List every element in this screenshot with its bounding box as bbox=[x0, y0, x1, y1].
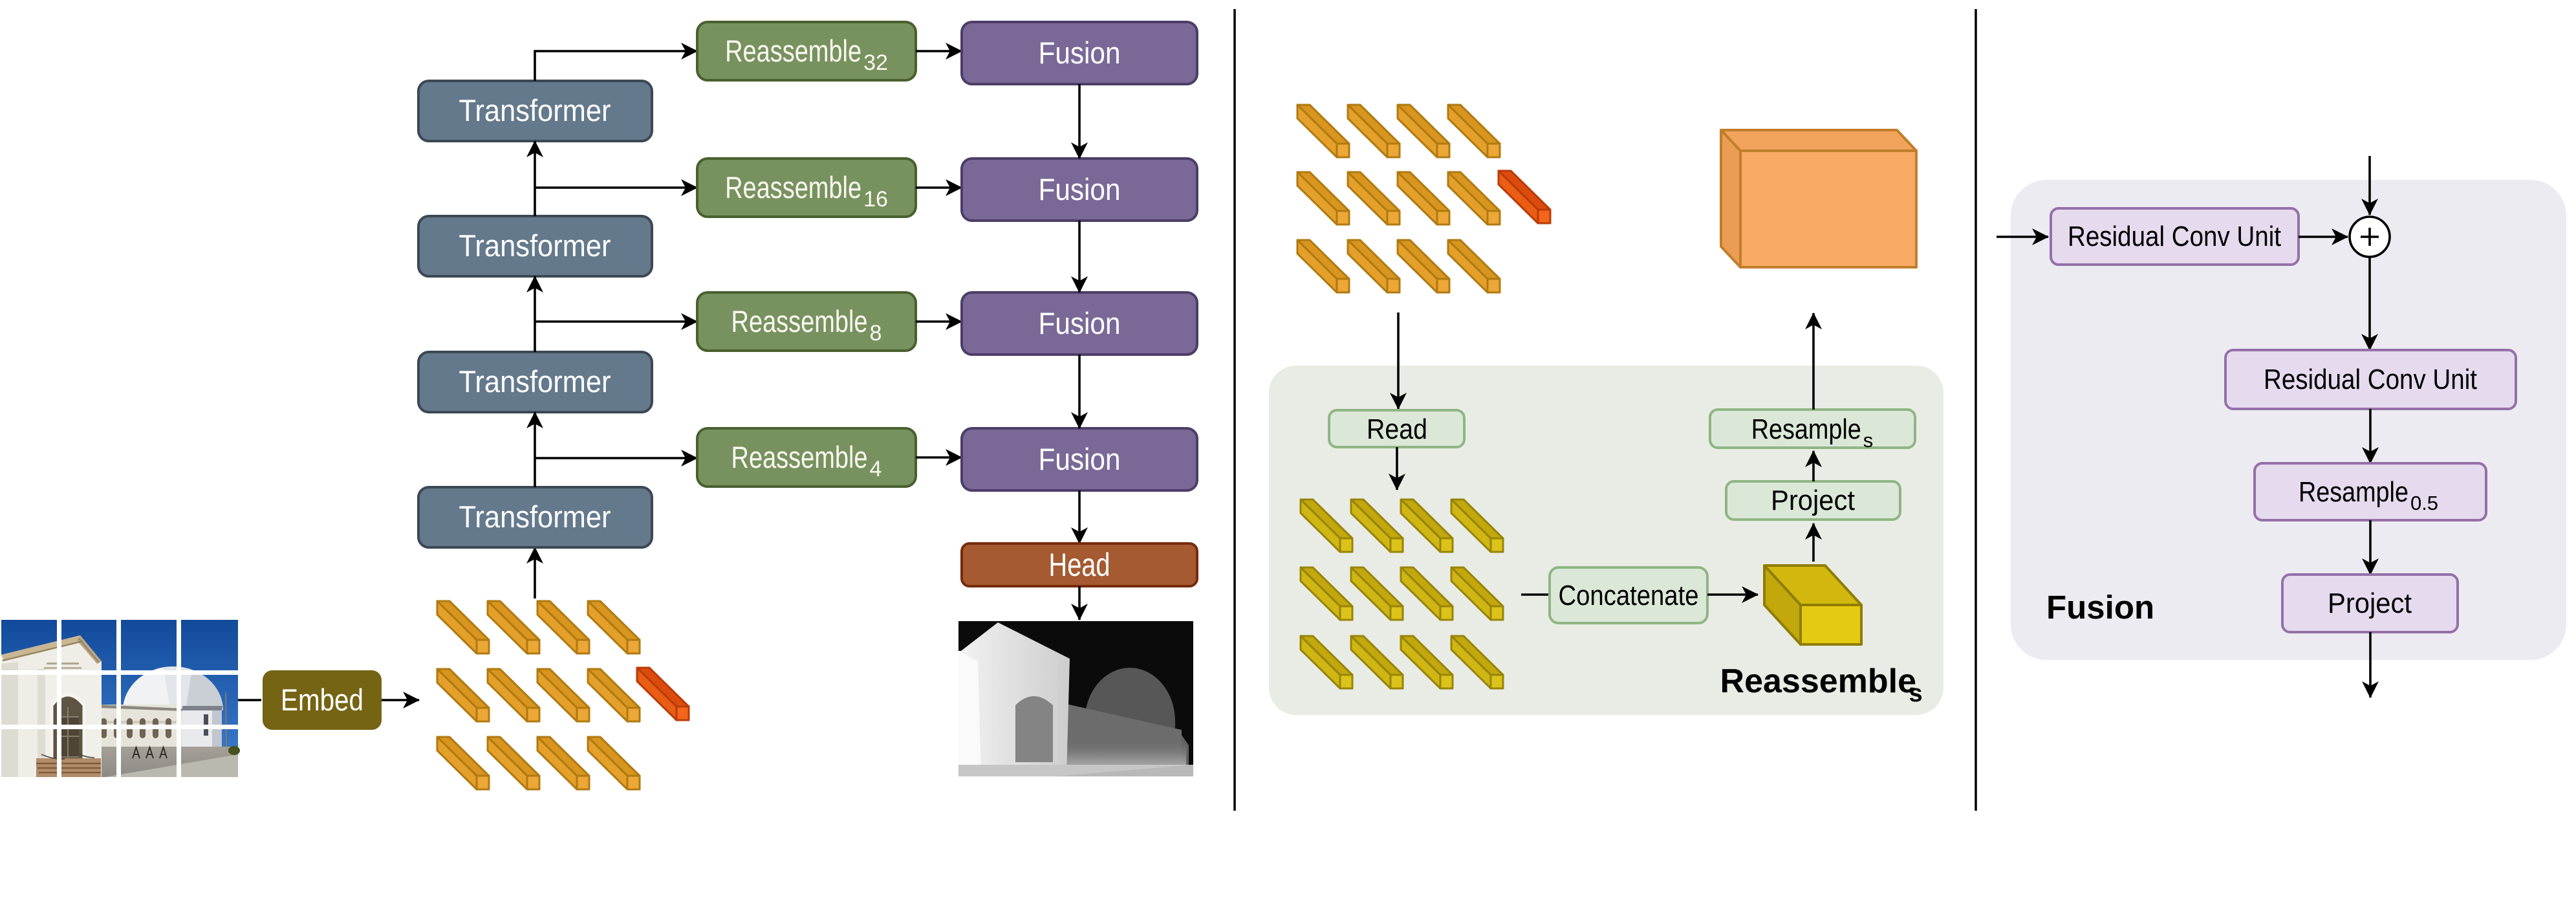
svg-text:Transformer: Transformer bbox=[459, 93, 611, 127]
svg-text:Residual Conv Unit: Residual Conv Unit bbox=[2264, 364, 2477, 395]
svg-text:Reassemble: Reassemble bbox=[725, 34, 861, 68]
svg-text:Transformer: Transformer bbox=[459, 228, 611, 263]
svg-text:Resample: Resample bbox=[2299, 476, 2408, 508]
svg-text:Read: Read bbox=[1367, 413, 1427, 445]
svg-text:Reassemble: Reassemble bbox=[731, 440, 868, 474]
svg-text:Fusion: Fusion bbox=[1039, 36, 1121, 70]
svg-text:Fusion: Fusion bbox=[2046, 589, 2154, 626]
svg-text:4: 4 bbox=[870, 457, 882, 481]
svg-text:Resample: Resample bbox=[1751, 413, 1861, 445]
svg-text:Reassemble: Reassemble bbox=[1720, 663, 1917, 700]
svg-text:Reassemble: Reassemble bbox=[725, 170, 861, 204]
svg-text:Fusion: Fusion bbox=[1039, 306, 1121, 340]
svg-text:Head: Head bbox=[1049, 547, 1110, 583]
svg-text:s: s bbox=[1863, 429, 1874, 452]
svg-text:Transformer: Transformer bbox=[459, 364, 611, 399]
svg-text:16: 16 bbox=[863, 187, 888, 212]
svg-text:Project: Project bbox=[1771, 485, 1855, 516]
svg-text:0.5: 0.5 bbox=[2410, 492, 2438, 514]
svg-text:s: s bbox=[1909, 680, 1922, 707]
svg-text:8: 8 bbox=[870, 321, 882, 346]
svg-text:Concatenate: Concatenate bbox=[1559, 580, 1699, 611]
svg-text:Embed: Embed bbox=[281, 683, 363, 717]
svg-text:Project: Project bbox=[2328, 587, 2412, 619]
svg-text:Reassemble: Reassemble bbox=[731, 304, 868, 338]
svg-text:Transformer: Transformer bbox=[459, 499, 611, 534]
svg-text:Fusion: Fusion bbox=[1039, 442, 1121, 476]
svg-text:Fusion: Fusion bbox=[1039, 172, 1121, 206]
svg-text:Residual Conv Unit: Residual Conv Unit bbox=[2068, 221, 2281, 252]
svg-text:32: 32 bbox=[863, 50, 888, 75]
